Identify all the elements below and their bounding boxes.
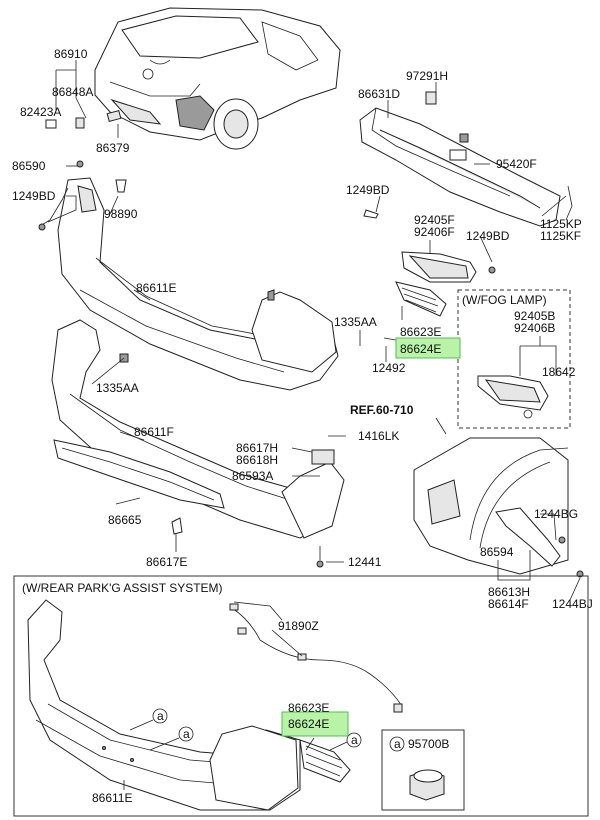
label-1249BD-b[interactable]: 1249BD xyxy=(346,183,390,197)
bumper-cover-86611E-upper xyxy=(57,177,339,391)
label-86617E[interactable]: 86617E xyxy=(146,555,187,569)
label-82423A[interactable]: 82423A xyxy=(20,105,61,119)
label-92405B[interactable]: 92405B xyxy=(514,309,555,323)
label-12441[interactable]: 12441 xyxy=(348,555,382,569)
side-bracket-area xyxy=(413,437,584,578)
label-1416LK[interactable]: 1416LK xyxy=(358,429,399,443)
label-95420F[interactable]: 95420F xyxy=(496,157,537,171)
label-86379[interactable]: 86379 xyxy=(96,141,130,155)
label-86624E-upper[interactable]: 86624E xyxy=(400,342,441,356)
skid-guard-86665 xyxy=(53,439,225,535)
label-95700B[interactable]: 95700B xyxy=(408,737,449,751)
reflector-92405F xyxy=(401,251,496,283)
back-beam-86631D xyxy=(359,91,573,227)
fog-lamp-box xyxy=(457,289,571,429)
label-86594[interactable]: 86594 xyxy=(480,545,514,559)
label-86590[interactable]: 86590 xyxy=(12,159,46,173)
ref-label[interactable]: REF.60-710 xyxy=(350,403,414,417)
label-1249BD-c[interactable]: 1249BD xyxy=(466,229,510,243)
label-86613H[interactable]: 86613H xyxy=(488,585,530,599)
label-86623E-upper[interactable]: 86623E xyxy=(400,325,441,339)
callout-a-4: a xyxy=(394,737,401,751)
label-12492[interactable]: 12492 xyxy=(372,361,406,375)
label-86593A[interactable]: 86593A xyxy=(232,469,273,483)
callout-a-2: a xyxy=(183,727,190,741)
label-98890[interactable]: 98890 xyxy=(104,207,138,221)
label-86618H[interactable]: 86618H xyxy=(236,453,278,467)
label-1125KF[interactable]: 1125KF xyxy=(540,229,581,243)
label-18642[interactable]: 18642 xyxy=(542,365,576,379)
label-86617H[interactable]: 86617H xyxy=(236,441,278,455)
bumper-frame-86611F xyxy=(51,319,345,539)
leader-lines xyxy=(47,60,581,790)
label-86614F[interactable]: 86614F xyxy=(488,597,529,611)
car-rear-illustration xyxy=(94,7,341,150)
label-86910[interactable]: 86910 xyxy=(54,47,88,61)
park-assist-title: (W/REAR PARK'G ASSIST SYSTEM) xyxy=(22,581,223,595)
callout-a-1: a xyxy=(157,709,164,723)
garnish-86623E xyxy=(395,281,447,317)
highlight-86624E-upper xyxy=(395,337,461,359)
label-86665[interactable]: 86665 xyxy=(108,513,142,527)
label-1249BD-a[interactable]: 1249BD xyxy=(12,189,56,203)
label-86611F[interactable]: 86611F xyxy=(134,425,174,439)
label-1335AA-b[interactable]: 1335AA xyxy=(96,381,139,395)
label-1125KP[interactable]: 1125KP xyxy=(540,217,582,231)
label-92406F[interactable]: 92406F xyxy=(414,225,455,239)
label-92406B[interactable]: 92406B xyxy=(514,321,555,335)
label-86624E-lower[interactable]: 86624E xyxy=(288,717,329,731)
label-86631D[interactable]: 86631D xyxy=(358,87,400,101)
label-86848A[interactable]: 86848A xyxy=(52,85,93,99)
label-86623E-lower[interactable]: 86623E xyxy=(288,701,329,715)
fog-lamp-title: (W/FOG LAMP) xyxy=(462,293,547,307)
label-97291H[interactable]: 97291H xyxy=(406,69,448,83)
label-1244BJ[interactable]: 1244BJ xyxy=(552,597,593,611)
callout-a-3: a xyxy=(351,733,358,747)
label-91890Z[interactable]: 91890Z xyxy=(278,619,319,633)
label-86611E-upper[interactable]: 86611E xyxy=(136,281,176,295)
label-86611E-lower[interactable]: 86611E xyxy=(92,791,132,805)
park-assist-box xyxy=(13,575,589,817)
highlight-86624E-lower xyxy=(281,711,349,737)
label-1244BG[interactable]: 1244BG xyxy=(534,507,578,521)
label-1335AA-a[interactable]: 1335AA xyxy=(334,315,377,329)
label-92405F[interactable]: 92405F xyxy=(414,213,455,227)
callout-circles xyxy=(129,708,405,752)
